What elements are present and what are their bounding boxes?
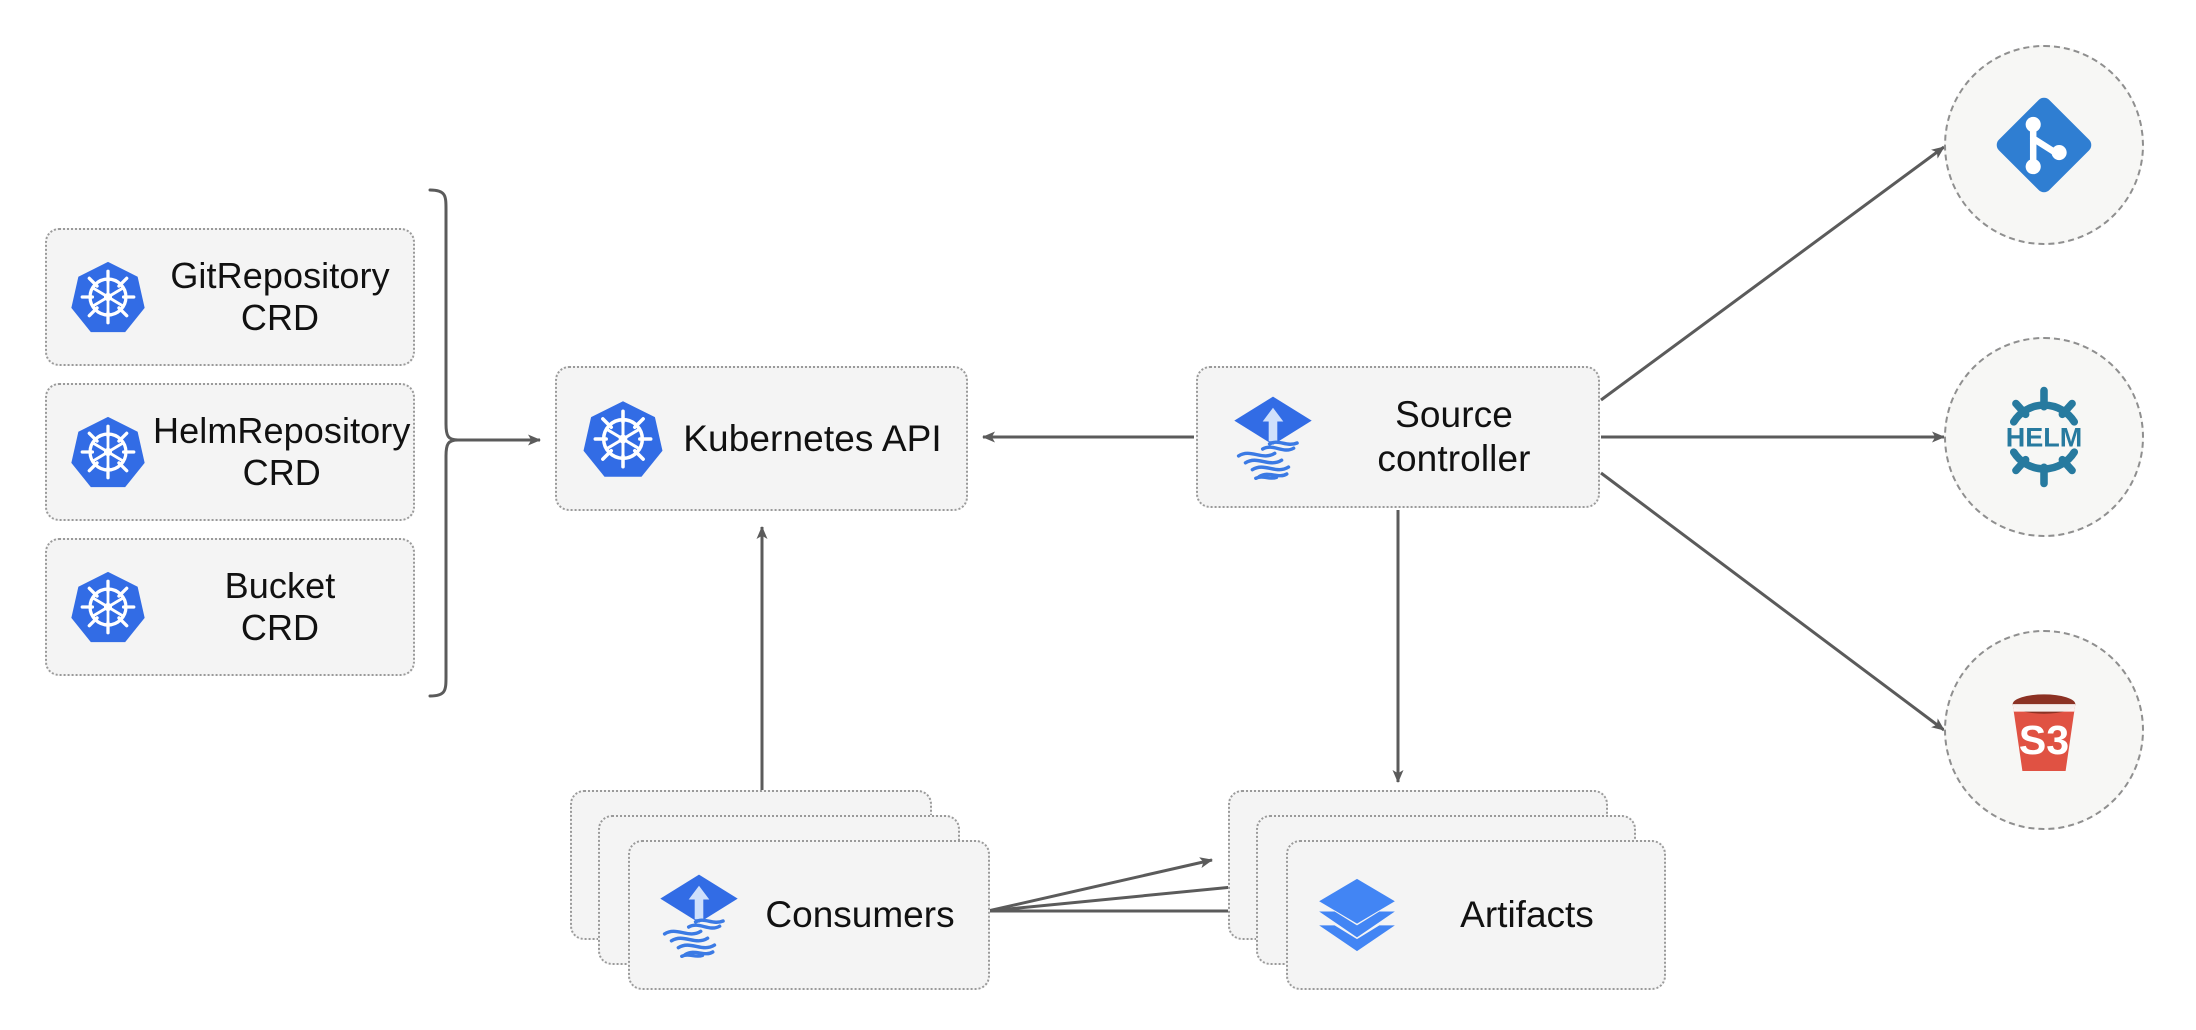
node-consumers[interactable]: Consumers	[570, 790, 990, 990]
node-git-source[interactable]	[1944, 45, 2144, 245]
stack-sheet-front[interactable]: Consumers	[628, 840, 990, 990]
node-label: HelmRepository CRD	[153, 409, 411, 493]
node-source-controller[interactable]: Source controller	[1196, 366, 1600, 508]
node-kubernetes-api[interactable]: Kubernetes API	[555, 366, 968, 511]
node-artifacts[interactable]: Artifacts	[1228, 790, 1668, 990]
s3-icon: S3	[2012, 694, 2076, 772]
helm-icon: HELM	[2006, 386, 2083, 488]
node-helm-source[interactable]: HELM	[1944, 337, 2144, 537]
git-icon	[1996, 97, 2092, 193]
kubernetes-icon	[71, 261, 145, 333]
edge-source-controller-to-git	[1600, 145, 1945, 402]
node-gitrepository-crd[interactable]: GitRepository CRD	[45, 228, 415, 366]
node-label: Source controller	[1377, 394, 1531, 479]
edge-source-controller-to-s3	[1600, 471, 1945, 732]
layers-icon	[1319, 878, 1395, 952]
edge-consumers-to-artifacts-mid	[987, 881, 1244, 913]
kubernetes-icon	[583, 400, 663, 477]
kubernetes-icon	[71, 416, 145, 488]
node-helmrepository-crd[interactable]: HelmRepository CRD	[45, 383, 415, 521]
kubernetes-icon	[71, 571, 145, 643]
node-label: Artifacts	[1460, 894, 1594, 935]
flux-icon	[1234, 396, 1312, 480]
node-label: Bucket CRD	[224, 564, 336, 648]
s3-wordmark: S3	[2019, 717, 2069, 763]
node-label: Consumers	[765, 894, 955, 935]
helm-wordmark: HELM	[2006, 423, 2083, 453]
node-label: GitRepository CRD	[170, 254, 390, 338]
node-label: Kubernetes API	[683, 417, 942, 459]
node-s3-source[interactable]: S3	[1944, 630, 2144, 830]
stack-sheet-front[interactable]: Artifacts	[1286, 840, 1666, 990]
node-bucket-crd[interactable]: Bucket CRD	[45, 538, 415, 676]
flux-icon	[660, 874, 738, 958]
edge-consumers-to-artifacts-top	[987, 857, 1213, 913]
crd-group-bracket	[428, 188, 460, 698]
